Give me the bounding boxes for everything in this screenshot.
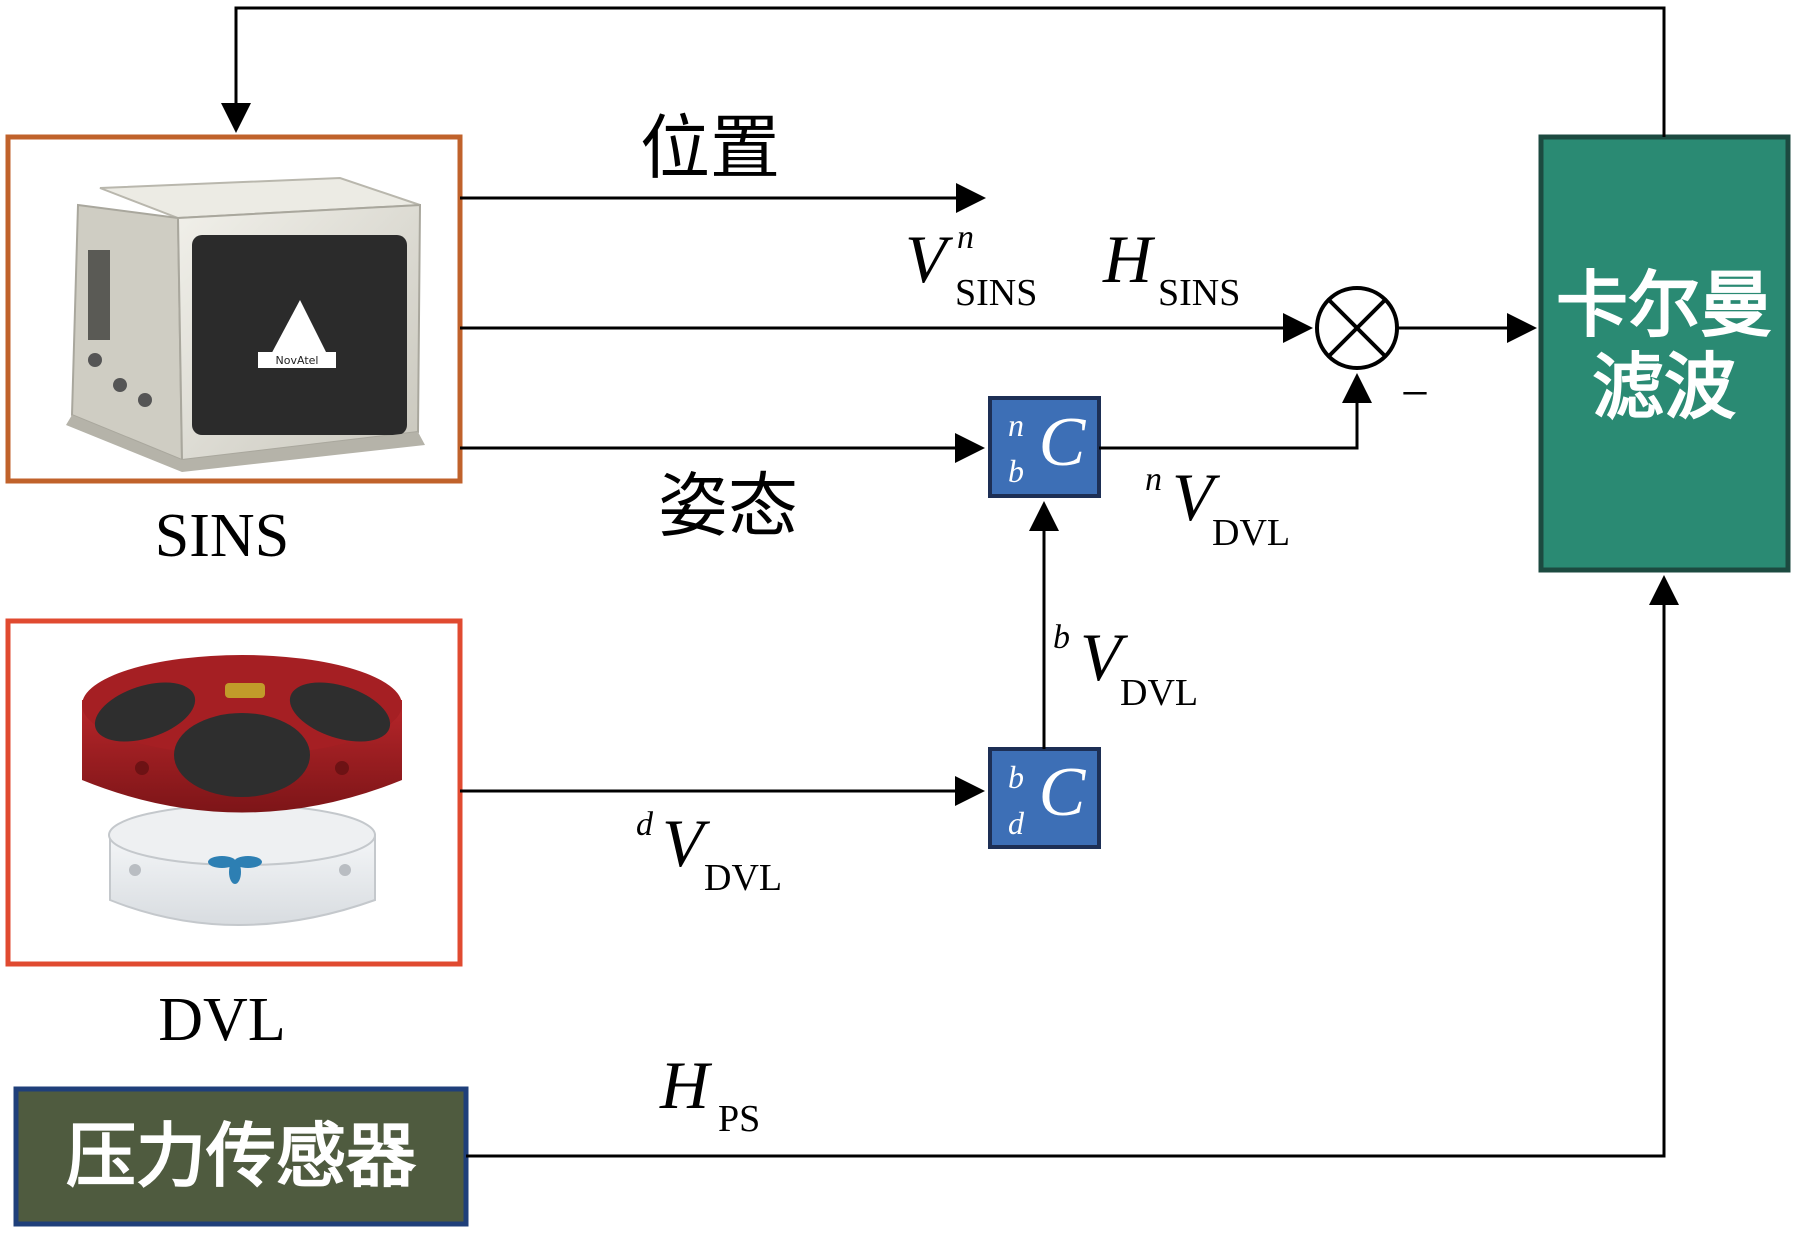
svg-text:V: V — [1172, 459, 1221, 535]
sins-brand-text: NovAtel — [276, 354, 319, 367]
h-sins-label: H SINS — [1102, 221, 1240, 314]
svg-text:d: d — [636, 806, 654, 843]
dvl-label: DVL — [158, 986, 285, 1054]
minus-sign: − — [1401, 365, 1429, 421]
svg-text:DVL: DVL — [704, 857, 782, 899]
svg-text:SINS: SINS — [1158, 272, 1240, 314]
svg-text:V: V — [1080, 619, 1129, 695]
position-label: 位置 — [640, 107, 780, 189]
summing-junction: − — [1315, 286, 1429, 421]
dvl-block: DVL — [5, 618, 463, 1054]
svg-text:DVL: DVL — [1212, 512, 1290, 554]
svg-text:SINS: SINS — [955, 272, 1037, 314]
v-dvl-n-arrow — [1099, 373, 1372, 450]
teledyne-logo-icon — [208, 856, 262, 884]
transducer-icon — [94, 682, 196, 742]
c-bd-block: b d C — [988, 747, 1101, 849]
svg-text:H: H — [659, 1047, 713, 1123]
h-ps-label: H PS — [659, 1047, 760, 1140]
attitude-label: 姿态 — [658, 465, 798, 547]
v-dvl-d-label: d V DVL — [636, 805, 782, 899]
svg-text:V: V — [905, 221, 954, 297]
c-nb-block: n b C — [988, 396, 1101, 498]
c-nb-sub: b — [1008, 453, 1024, 489]
transducer-icon — [174, 713, 310, 797]
kalman-filter-block: 卡尔曼 滤波 — [1538, 134, 1791, 573]
sins-label: SINS — [155, 502, 289, 570]
svg-text:V: V — [662, 805, 711, 881]
c-bd-main: C — [1039, 754, 1087, 831]
connections — [221, 6, 1679, 1158]
signal-labels: 位置 姿态 V n SINS H SINS n V DVL b V DVL d … — [636, 107, 1290, 1140]
h-ps-arrow — [466, 575, 1679, 1158]
c-nb-main: C — [1039, 404, 1087, 481]
pressure-sensor-label: 压力传感器 — [66, 1115, 417, 1197]
sins-device-image: NovAtel — [66, 176, 425, 472]
sins-block: NovAtel SINS — [5, 134, 463, 570]
kalman-filter-box — [1538, 134, 1791, 573]
svg-text:PS: PS — [718, 1098, 760, 1140]
c-bd-box — [988, 747, 1101, 849]
dvl-device-image — [82, 655, 402, 926]
novatel-logo-icon — [268, 300, 330, 360]
c-bd-sup: b — [1008, 759, 1024, 795]
pressure-sensor-block: 压力传感器 — [13, 1086, 469, 1227]
feedback-line — [221, 6, 1666, 137]
v-sins-label: V n SINS — [905, 219, 1037, 314]
svg-text:b: b — [1053, 619, 1070, 656]
v-dvl-n-label: n V DVL — [1145, 459, 1290, 554]
transducer-icon — [289, 682, 391, 742]
kalman-filter-label-line1: 卡尔曼 — [1556, 263, 1772, 347]
c-nb-box — [988, 396, 1101, 498]
kalman-filter-label-line2: 滤波 — [1592, 345, 1736, 429]
c-nb-sup: n — [1008, 407, 1024, 443]
c-bd-sub: d — [1008, 805, 1025, 841]
v-dvl-b-label: b V DVL — [1053, 619, 1198, 714]
svg-text:n: n — [957, 219, 974, 256]
svg-text:n: n — [1145, 461, 1162, 498]
svg-text:DVL: DVL — [1120, 672, 1198, 714]
svg-text:H: H — [1102, 221, 1156, 297]
